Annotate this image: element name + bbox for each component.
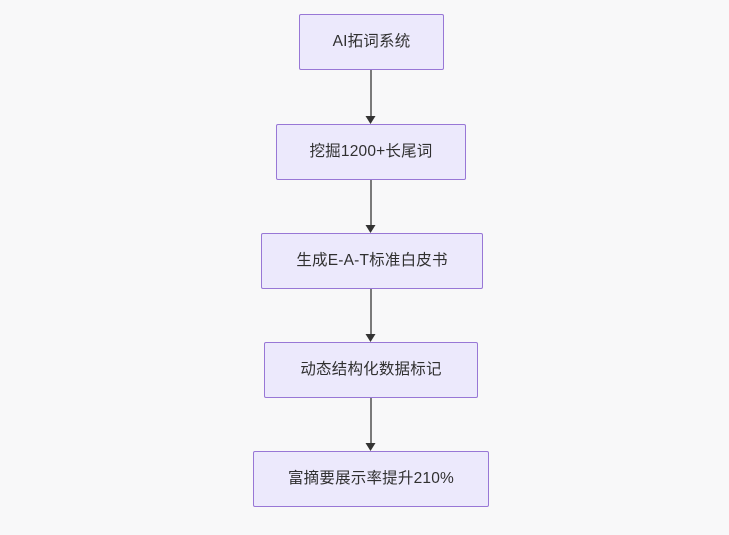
edge-line — [370, 70, 372, 116]
arrowhead-icon — [365, 334, 376, 342]
arrowhead-icon — [365, 116, 376, 124]
arrowhead-icon — [365, 225, 376, 233]
flow-node-label: AI拓词系统 — [332, 32, 411, 50]
flow-node-label: 富摘要展示率提升210% — [287, 469, 455, 487]
flow-node-ai-keyword-system[interactable]: AI拓词系统 — [299, 14, 444, 70]
flow-node-label: 生成E-A-T标准白皮书 — [296, 251, 448, 269]
arrowhead-icon — [365, 443, 376, 451]
flow-node-generate-eat-whitepaper[interactable]: 生成E-A-T标准白皮书 — [261, 233, 483, 289]
flow-node-mine-longtail-keywords[interactable]: 挖掘1200+长尾词 — [276, 124, 466, 180]
flow-node-rich-snippet-uplift[interactable]: 富摘要展示率提升210% — [253, 451, 489, 507]
flow-node-dynamic-structured-data[interactable]: 动态结构化数据标记 — [264, 342, 478, 398]
flow-node-label: 挖掘1200+长尾词 — [309, 142, 433, 160]
flow-node-label: 动态结构化数据标记 — [300, 360, 442, 378]
edge-line — [370, 398, 372, 443]
edge-line — [370, 180, 372, 225]
edge-line — [370, 289, 372, 334]
